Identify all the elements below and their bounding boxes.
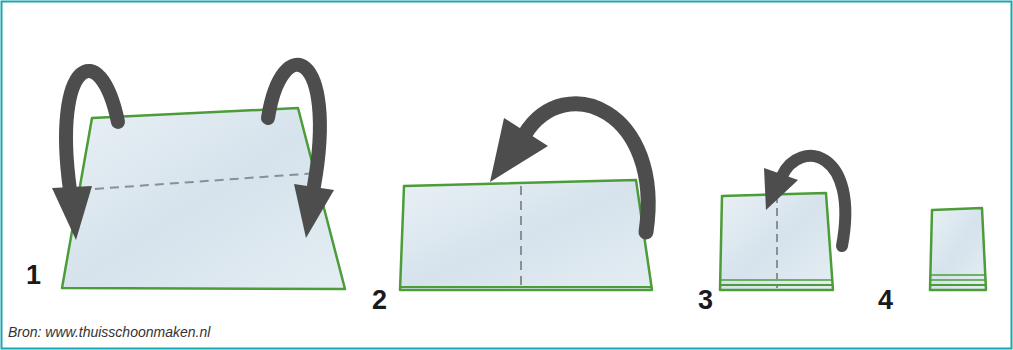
fold-line [80, 173, 318, 190]
cloth-edge [931, 274, 985, 276]
cloth-step-1 [52, 65, 345, 289]
cloth-edge [931, 284, 985, 286]
arrow-head [52, 186, 92, 240]
cloth-edge [721, 284, 832, 286]
cloth [400, 180, 652, 290]
cloth [930, 208, 986, 290]
callout-number: 3 [698, 287, 713, 314]
fold-arrow [782, 156, 845, 246]
cloth [720, 193, 833, 290]
fold-line [776, 195, 778, 288]
source-caption: Bron: www.thuisschoonmaken.nl [8, 325, 210, 339]
cloth-step-4 [930, 208, 986, 290]
arrow-head [764, 168, 798, 210]
fold-line [520, 186, 522, 289]
fold-arrow [66, 71, 118, 190]
callout-number: 2 [372, 287, 387, 314]
arrow-head [294, 184, 334, 238]
fold-arrow [268, 65, 320, 186]
cloth-step-3 [720, 156, 845, 290]
fold-arrow [525, 104, 648, 232]
callout-number: 4 [878, 287, 893, 314]
cloth [62, 108, 345, 289]
cloth-step-2 [400, 104, 652, 290]
cloth-edge [931, 279, 985, 281]
callout-number: 1 [26, 262, 41, 289]
arrow-head [490, 118, 548, 182]
cloth-edge [401, 286, 651, 288]
